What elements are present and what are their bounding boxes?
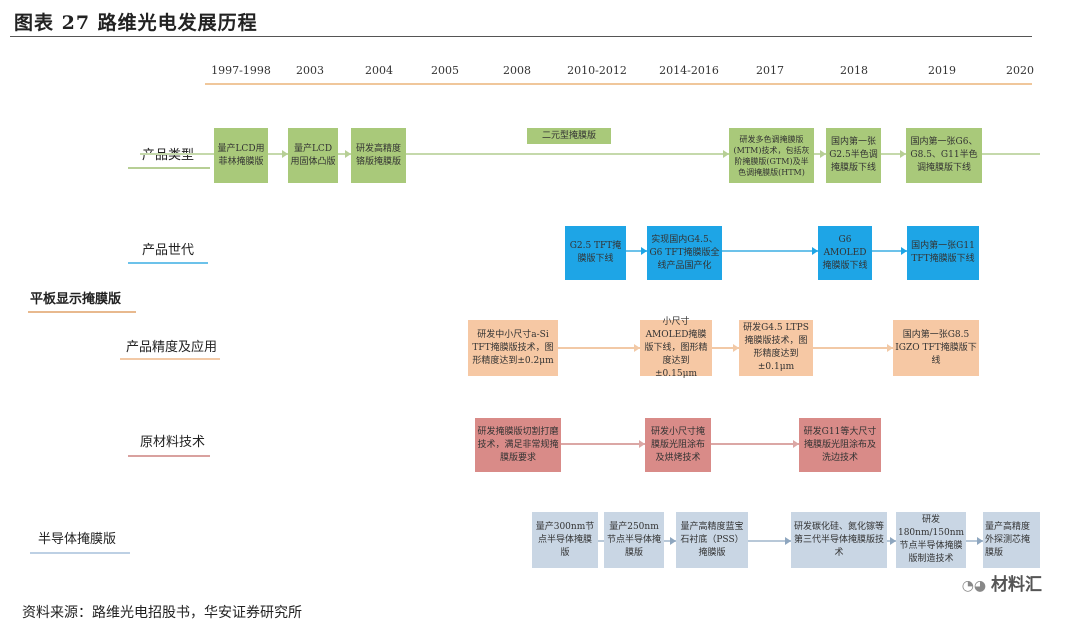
label-underline	[128, 262, 208, 264]
arrow-icon	[733, 344, 739, 352]
label-generation: 产品世代	[142, 243, 195, 258]
arrow-icon	[901, 247, 907, 255]
arrow-icon	[641, 247, 647, 255]
arrow-icon	[345, 150, 351, 158]
row-line-type	[140, 153, 1040, 155]
arrow-icon	[282, 150, 288, 158]
year-label: 2018	[840, 64, 868, 77]
milestone-box: 研发中小尺寸a-Si TFT掩膜版技术，图形精度达到±0.2μm	[468, 320, 558, 376]
milestone-box: 量产LCD用菲林掩膜版	[214, 128, 268, 183]
year-label: 1997-1998	[211, 64, 271, 77]
arrow-icon	[820, 150, 826, 158]
year-label: 2014-2016	[659, 64, 719, 77]
milestone-box: 研发掩膜版切割打磨技术，满足非常规掩膜版要求	[475, 418, 561, 472]
arrow-icon	[639, 440, 645, 448]
arrow-icon	[793, 440, 799, 448]
milestone-box: 国内第一张G6、G8.5、G11半色调掩膜版下线	[906, 128, 982, 183]
milestone-box: 实现国内G4.5、G6 TFT掩膜版全线产品国产化	[647, 226, 722, 280]
milestone-box: 量产250nm节点半导体掩膜版	[604, 512, 664, 568]
milestone-box: 研发G4.5 LTPS掩膜版技术，图形精度达到±0.1μm	[739, 320, 813, 376]
timeline-axis	[205, 83, 1032, 85]
milestone-box: 国内第一张G8.5 IGZO TFT掩膜版下线	[893, 320, 979, 376]
source-note: 资料来源：路维光电招股书，华安证券研究所	[22, 605, 302, 621]
label-type: 产品类型	[142, 148, 195, 163]
label-underline	[128, 455, 210, 457]
milestone-box: 国内第一张G11 TFT掩膜版下线	[907, 226, 979, 280]
milestone-box: 二元型掩膜版	[527, 128, 611, 144]
arrow-icon	[900, 150, 906, 158]
milestone-box: 量产LCD用固体凸版	[288, 128, 338, 183]
label-semi: 半导体掩膜版	[38, 532, 117, 547]
arrow-icon	[812, 247, 818, 255]
milestone-box: 小尺寸AMOLED掩膜版下线，图形精度达到±0.15μm	[640, 317, 712, 379]
label-underline	[120, 358, 220, 360]
arrow-icon	[977, 537, 983, 545]
year-label: 2008	[503, 64, 531, 77]
title-divider	[10, 36, 1032, 37]
wechat-icon: ◔◕	[961, 578, 991, 594]
year-label: 2005	[431, 64, 459, 77]
watermark: ◔◕ 材料汇	[962, 570, 1042, 595]
milestone-box: 量产高精度蓝宝石衬底（PSS）掩膜版	[676, 512, 748, 568]
milestone-box: 研发多色调掩膜版(MTM)技术，包括灰阶掩膜版(GTM)及半色调掩膜版(HTM)	[729, 128, 814, 183]
label-underline	[128, 167, 210, 169]
milestone-box: G2.5 TFT掩膜版下线	[565, 226, 626, 280]
arrow-icon	[890, 537, 896, 545]
milestone-box: 国内第一张G2.5半色调掩膜版下线	[826, 128, 881, 183]
year-label: 2004	[365, 64, 393, 77]
milestone-box: 研发G11等大尺寸掩膜版光阻涂布及洗边技术	[799, 418, 881, 472]
arrow-icon	[785, 537, 791, 545]
milestone-box: 研发小尺寸掩膜版光阻涂布及烘烤技术	[645, 418, 711, 472]
label-display: 平板显示掩膜版	[30, 292, 122, 307]
milestone-box: 量产300nm节点半导体掩膜版	[532, 512, 598, 568]
row-line-precision	[558, 347, 893, 349]
arrow-icon	[634, 344, 640, 352]
year-label: 2020	[1006, 64, 1034, 77]
year-label: 2003	[296, 64, 324, 77]
label-underline	[28, 311, 136, 313]
label-precision: 产品精度及应用	[126, 340, 218, 355]
milestone-box: 研发高精度铬版掩膜版	[351, 128, 406, 183]
milestone-box: G6 AMOLED掩膜版下线	[818, 226, 872, 280]
row-line-generation	[625, 250, 907, 252]
watermark-text: 材料汇	[991, 575, 1042, 595]
year-label: 2010-2012	[567, 64, 627, 77]
figure-title: 图表 27 路维光电发展历程	[14, 12, 258, 34]
arrow-icon	[887, 344, 893, 352]
year-label: 2019	[928, 64, 956, 77]
milestone-box: 量产高精度外探测芯掩膜版	[983, 512, 1040, 568]
milestone-box: 研发碳化硅、氮化镓等第三代半导体掩膜版技术	[791, 512, 887, 568]
arrow-icon	[723, 150, 729, 158]
arrow-icon	[670, 537, 676, 545]
label-underline	[30, 552, 130, 554]
label-material: 原材料技术	[140, 435, 206, 450]
milestone-box: 研发180nm/150nm节点半导体掩膜版制造技术	[896, 512, 966, 568]
year-label: 2017	[756, 64, 784, 77]
